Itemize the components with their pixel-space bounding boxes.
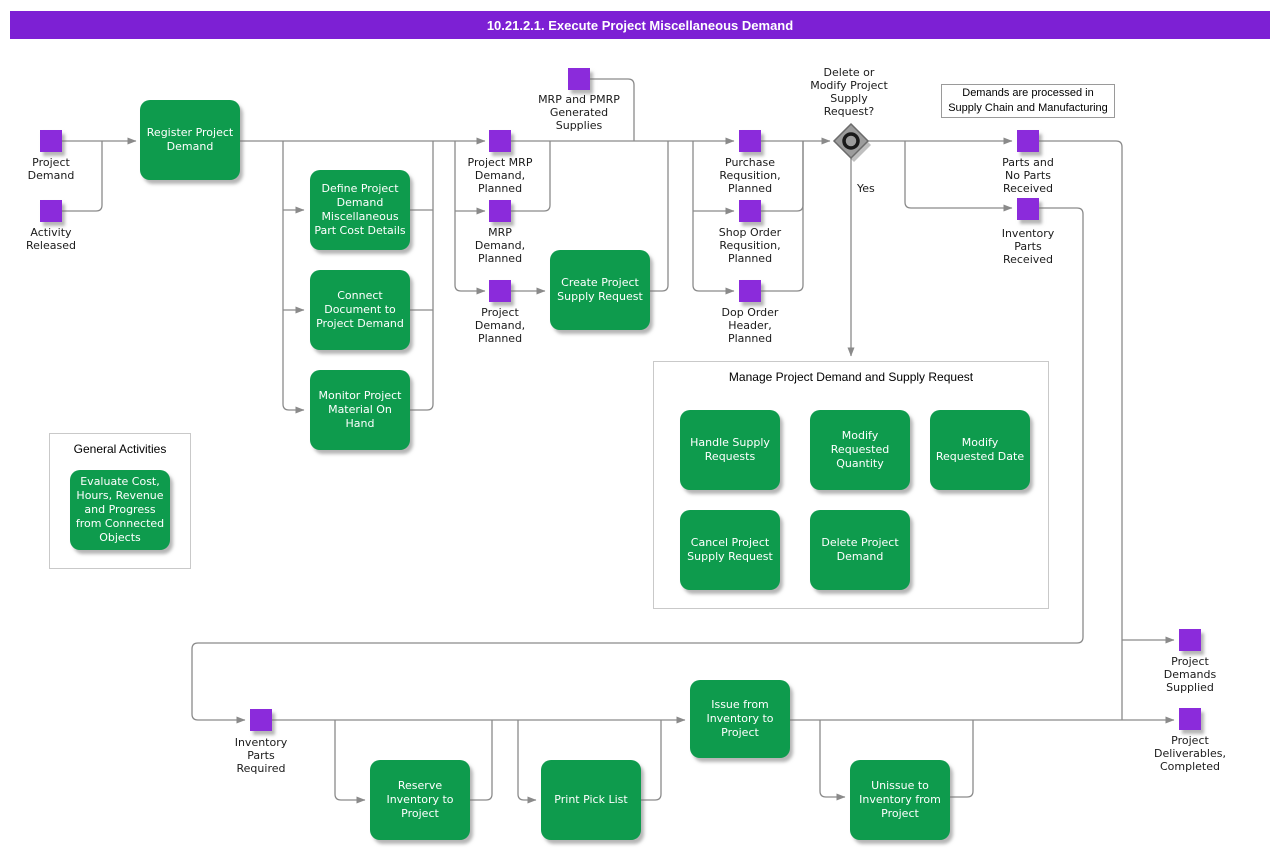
event-label-mrp-pmrp-supplies: MRP and PMRP Generated Supplies (538, 93, 620, 132)
manage-demand-container-title: Manage Project Demand and Supply Request (728, 370, 974, 384)
connector (590, 78, 635, 141)
connector (62, 141, 103, 212)
event-label-project-demands-supplied: Project Demands Supplied (1163, 655, 1217, 694)
activity-evaluate-connected-objects[interactable]: Evaluate Cost, Hours, Revenue and Progre… (70, 470, 170, 550)
activity-issue-from-inventory[interactable]: Issue from Inventory to Project (690, 680, 790, 758)
connector (1039, 140, 1123, 720)
activity-handle-supply-requests[interactable]: Handle Supply Requests (680, 410, 780, 490)
event-project-mrp-demand-planned[interactable] (489, 130, 511, 152)
connector-group (62, 78, 1175, 804)
event-shop-order-requsition-planned[interactable] (739, 200, 761, 222)
activity-cancel-project-supply-request[interactable]: Cancel Project Supply Request (680, 510, 780, 590)
event-label-shop-order-planned: Shop Order Requsition, Planned (718, 226, 782, 265)
activity-register-project-demand[interactable]: Register Project Demand (140, 100, 240, 180)
event-project-deliverables-completed[interactable] (1179, 708, 1201, 730)
connector (282, 141, 305, 414)
event-dop-order-header-planned[interactable] (739, 280, 761, 302)
activity-modify-requested-quantity[interactable]: Modify Requested Quantity (810, 410, 910, 490)
connector (470, 720, 493, 801)
activity-print-pick-list[interactable]: Print Pick List (541, 760, 641, 840)
note-demands-processed: Demands are processed in Supply Chain an… (941, 84, 1115, 118)
activity-reserve-inventory[interactable]: Reserve Inventory to Project (370, 760, 470, 840)
connector (904, 141, 1013, 212)
event-label-purchase-req-planned: Purchase Requsition, Planned (719, 156, 781, 195)
event-label-mrp-planned: MRP Demand, Planned (474, 226, 526, 265)
event-label-project-demand: Project Demand (27, 156, 75, 182)
event-label-project-demand-planned: Project Demand, Planned (474, 306, 526, 345)
connector (410, 141, 434, 411)
activity-monitor-material-on-hand[interactable]: Monitor Project Material On Hand (310, 370, 410, 450)
activity-unissue-to-inventory[interactable]: Unissue to Inventory from Project (850, 760, 950, 840)
event-project-demand[interactable] (40, 130, 62, 152)
event-mrp-demand-planned[interactable] (489, 200, 511, 222)
event-inventory-parts-required[interactable] (250, 709, 272, 731)
gateway-question-label: Delete or Modify Project Supply Request? (810, 66, 888, 118)
event-purchase-requsition-planned[interactable] (739, 130, 761, 152)
activity-create-project-supply-request[interactable]: Create Project Supply Request (550, 250, 650, 330)
connector (334, 720, 366, 804)
activity-connect-document[interactable]: Connect Document to Project Demand (310, 270, 410, 350)
connector (191, 207, 1084, 724)
connector (950, 720, 974, 798)
connector (819, 720, 846, 801)
event-label-inventory-parts-received: Inventory Parts Received (1001, 227, 1055, 266)
general-activities-container-title: General Activities (73, 442, 167, 456)
connector (517, 720, 537, 804)
connector (650, 141, 669, 292)
activity-modify-requested-date[interactable]: Modify Requested Date (930, 410, 1030, 490)
event-project-demands-supplied[interactable] (1179, 629, 1201, 651)
connector (454, 141, 486, 295)
connector (511, 141, 551, 212)
connector (692, 141, 735, 295)
activity-define-part-cost-details[interactable]: Define Project Demand Miscellaneous Part… (310, 170, 410, 250)
event-label-parts-no-parts-received: Parts and No Parts Received (1002, 156, 1054, 195)
event-activity-released[interactable] (40, 200, 62, 222)
event-label-inventory-parts-required: Inventory Parts Required (234, 736, 288, 775)
connector (761, 141, 804, 292)
title-bar: 10.21.2.1. Execute Project Miscellaneous… (10, 11, 1270, 39)
event-parts-and-no-parts-received[interactable] (1017, 130, 1039, 152)
event-mrp-pmrp-generated-supplies[interactable] (568, 68, 590, 90)
gateway-diamond (832, 122, 870, 160)
event-project-demand-planned[interactable] (489, 280, 511, 302)
event-label-dop-order-planned: Dop Order Header, Planned (721, 306, 779, 345)
event-label-project-deliverables-completed: Project Deliverables, Completed (1154, 734, 1226, 773)
gateway-circle-icon (842, 132, 860, 150)
connector (641, 720, 662, 801)
event-label-activity-released: Activity Released (26, 226, 76, 252)
decision-gateway (832, 122, 871, 162)
event-inventory-parts-received[interactable] (1017, 198, 1039, 220)
gateway-yes-label: Yes (857, 182, 875, 195)
activity-delete-project-demand[interactable]: Delete Project Demand (810, 510, 910, 590)
event-label-project-mrp-planned: Project MRP Demand, Planned (467, 156, 533, 195)
